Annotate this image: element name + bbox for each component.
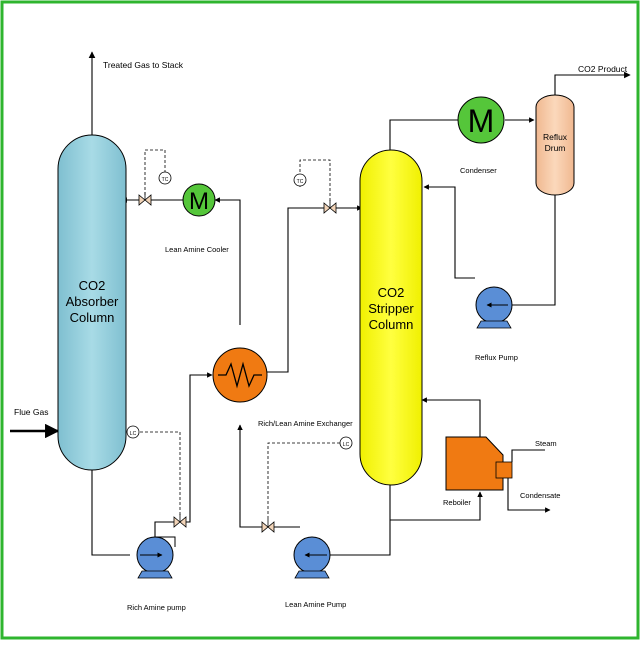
level-controller-stripper: LC [339, 436, 353, 450]
pipes [10, 51, 631, 556]
absorber-label-3: Column [70, 310, 115, 325]
stripper-label-2: Stripper [368, 301, 414, 316]
rich-lean-exchanger-label: Rich/Lean Amine Exchanger [258, 419, 353, 428]
condenser: M [457, 96, 505, 144]
cooler-motor-icon: M [189, 188, 209, 215]
condensate-label: Condensate [520, 491, 560, 500]
valve-stripper-feed [323, 200, 337, 214]
absorber-label-1: CO2 [79, 278, 106, 293]
stripper-label-1: CO2 [378, 285, 405, 300]
stripper-label-3: Column [369, 317, 414, 332]
condenser-motor-icon: M [468, 103, 495, 139]
co2-absorber-column: CO2 Absorber Column [57, 134, 127, 471]
valve-lean-amine [261, 519, 275, 533]
co2-stripper-column: CO2 Stripper Column [359, 149, 423, 486]
valve-rich-amine [173, 514, 187, 528]
svg-text:LC: LC [130, 431, 137, 437]
steam-label: Steam [535, 439, 557, 448]
treated-gas-label: Treated Gas to Stack [103, 60, 184, 70]
level-controller-absorber: LC [126, 425, 140, 439]
lean-amine-cooler-label: Lean Amine Cooler [165, 245, 229, 254]
reboiler-label: Reboiler [443, 498, 471, 507]
rich-amine-pump-label: Rich Amine pump [127, 603, 186, 612]
lean-amine-pump-label: Lean Amine Pump [285, 600, 346, 609]
lean-amine-cooler: M [182, 183, 216, 217]
co2-product-label: CO2 Product [578, 64, 628, 74]
reboiler [445, 436, 513, 491]
svg-text:TC: TC [162, 177, 169, 183]
absorber-label-2: Absorber [66, 294, 119, 309]
reflux-drum-label-2: Drum [545, 143, 566, 153]
svg-text:TC: TC [297, 179, 304, 185]
condenser-label: Condenser [460, 166, 497, 175]
reflux-drum-label-1: Reflux [543, 132, 568, 142]
valve-absorber-inlet [138, 192, 152, 206]
temperature-controller-cooler: TC [158, 171, 172, 185]
lean-amine-pump [293, 536, 331, 579]
flue-gas-label: Flue Gas [14, 407, 49, 417]
reflux-pump [475, 286, 513, 329]
reflux-pump-label: Reflux Pump [475, 353, 518, 362]
rich-lean-amine-exchanger [212, 347, 268, 403]
control-lines [140, 149, 340, 520]
rich-amine-pump [136, 536, 176, 579]
reflux-drum: Reflux Drum [535, 94, 575, 196]
heat-exchanger-coil-icon [218, 361, 262, 389]
temperature-controller-feed: TC [293, 173, 307, 187]
svg-text:LC: LC [343, 442, 350, 448]
